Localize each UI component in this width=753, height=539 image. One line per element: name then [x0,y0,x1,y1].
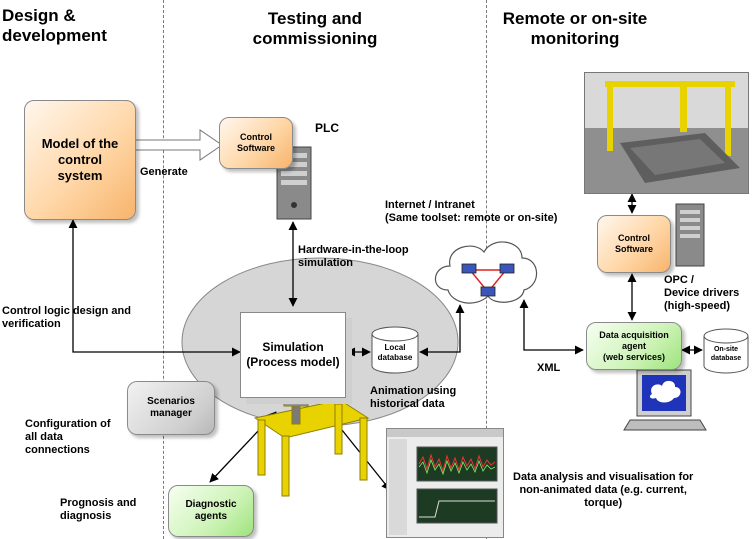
diagnostic-line2: agents [194,511,228,522]
analysis-label: Data analysis and visualisation for non-… [513,471,693,510]
control-logic-line2: verification [2,318,61,330]
configuration-line1: Configuration of [25,418,111,430]
internet-line1: Internet / Intranet [385,199,475,211]
header-remote: Remote or on-site monitoring [490,9,660,49]
header-testing: Testing and commissioning [240,9,390,49]
local-db-line2: database [377,353,413,362]
model-line1: Model of the [41,136,119,151]
local-db-line1: Local [384,343,406,352]
plc-label: PLC [315,121,339,135]
remote-control-line1: Control [617,233,650,243]
model-control-system-box: Model of the control system [24,100,136,220]
internet-daq-connector [519,299,584,355]
prognosis-line1: Prognosis and [60,497,137,509]
internet-line2: (Same toolset: remote or on-site) [385,212,558,224]
remote-control-software-box: Control Software [597,215,671,273]
onsite-database-cylinder [703,328,749,374]
data-acquisition-agent-box: Data acquisition agent (web services) [586,322,682,370]
scenarios-line2: manager [150,408,192,419]
control-software-line1: Control [239,132,272,142]
daq-line1: Data acquisition [599,329,669,340]
remote-control-line2: Software [614,244,653,254]
onsite-db-line2: database [710,355,742,362]
remote-server-tower-icon [675,203,705,267]
analysis-window-drawing [387,429,503,535]
generate-label: Generate [140,166,188,178]
header-design: Design & development [2,6,107,46]
animation-label: Animation using historical data [370,385,456,411]
opc-line1: OPC / [664,274,694,286]
local-database-cylinder [371,326,419,374]
prognosis-label: Prognosis and diagnosis [60,497,136,523]
control-software-box: Control Software [219,117,293,169]
header-design-line1: Design & [2,6,76,25]
hil-line1: Hardware-in-the-loop [298,244,409,256]
configuration-line3: connections [25,444,90,456]
analysis-line3: torque) [584,497,623,509]
control-logic-label: Control logic design and verification [2,305,131,331]
hil-line2: simulation [298,257,354,269]
diagnostic-agents-box: Diagnostic agents [168,485,254,537]
header-design-line2: development [2,26,107,45]
animation-line1: Animation using [370,385,457,397]
internet-label: Internet / Intranet (Same toolset: remot… [385,199,557,225]
control-logic-line1: Control logic design and [2,305,131,317]
prognosis-line2: diagnosis [60,510,112,522]
scenarios-manager-box: Scenarios manager [127,381,215,435]
local-database-label: Local database [372,343,418,363]
model-simulation-connector [68,219,241,357]
analysis-line1: Data analysis and visualisation for [513,471,694,483]
onsite-database-label: On-site database [704,345,748,363]
opc-line3: (high-speed) [664,300,730,312]
model-line2: control [57,152,103,167]
configuration-line2: all data [25,431,63,443]
generate-arrow [132,129,223,161]
model-line3: system [57,168,103,183]
analysis-line2: non-animated data (e.g. current, [519,484,687,496]
analysis-window [386,428,504,538]
header-remote-line1: Remote or on-site [502,9,648,28]
internet-cloud [434,241,538,304]
header-testing-line1: Testing and [267,9,363,28]
animation-line2: historical data [370,398,445,410]
control-software-line2: Software [236,143,275,153]
scenarios-line1: Scenarios [147,396,195,407]
hil-label: Hardware-in-the-loop simulation [298,244,409,270]
simulation-line1: Simulation [262,340,324,354]
plant-photo-drawing [585,73,748,193]
header-remote-line2: monitoring [530,29,620,48]
opc-line2: Device drivers [664,287,740,299]
daq-line2: agent [621,340,646,351]
gantry-illustration [253,381,370,497]
configuration-label: Configuration of all data connections [25,418,111,457]
diagnostic-line1: Diagnostic [185,499,237,510]
db-internet-connector [419,304,465,357]
simulation-line2: (Process model) [246,355,340,369]
simulation-box: Simulation (Process model) [240,312,346,398]
opc-label: OPC / Device drivers (high-speed) [664,274,739,313]
onsite-db-line1: On-site [713,346,739,353]
daq-line3: (web services) [602,351,666,362]
plant-photo [584,72,749,194]
xml-label: XML [537,362,561,374]
header-testing-line2: commissioning [252,29,378,48]
workstation-monitor-icon [623,369,707,431]
